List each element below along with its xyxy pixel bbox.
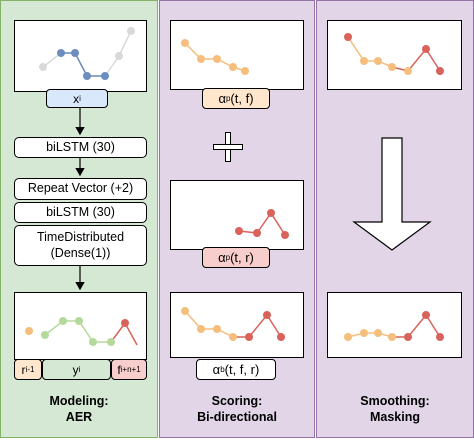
raw-score-point	[360, 57, 368, 65]
masked-score-point	[374, 329, 382, 337]
bilstm-decoder-layer: biLSTM (30)	[14, 202, 147, 223]
forward-score-plot	[170, 20, 304, 90]
reconstruction-plot	[14, 292, 147, 360]
scores-after-masking-plot	[327, 292, 462, 358]
masked-score-point	[422, 311, 430, 319]
masked-score-point	[436, 333, 444, 341]
raw-score-point	[388, 63, 396, 71]
modeling-caption: Modeling: AER	[49, 394, 109, 424]
time-distributed-dense-layer: TimeDistributed (Dense(1))	[14, 225, 147, 266]
masked-score-point	[388, 333, 396, 341]
input-point	[57, 49, 65, 57]
input-point	[127, 27, 135, 35]
raw-score-point	[374, 57, 382, 65]
reverse-score-point	[235, 227, 243, 235]
masked-score-point	[344, 333, 352, 341]
input-signal-plot	[14, 20, 147, 92]
raw-score-point	[404, 67, 412, 75]
forward-score-point	[229, 63, 237, 71]
bidirectional-score-point	[181, 307, 189, 315]
reverse-score-point	[267, 209, 275, 217]
reconstruction-point	[59, 317, 67, 325]
bidirectional-score-point	[213, 325, 221, 333]
bidirectional-score-plot	[170, 292, 304, 358]
bilstm-encoder-layer: biLSTM (30)	[14, 137, 147, 158]
forward-score-point	[213, 55, 221, 63]
bidirectional-score-point	[229, 333, 237, 341]
reconstruction-point	[41, 331, 49, 339]
plus-icon	[213, 132, 243, 162]
reverse-prediction-point	[25, 327, 33, 335]
forward-prediction-point	[121, 319, 129, 327]
reconstruction-point	[75, 317, 83, 325]
reverse-score-point	[253, 229, 261, 237]
reverse-score-point	[281, 231, 289, 239]
input-point	[71, 49, 79, 57]
forward-score-point	[197, 55, 205, 63]
input-point	[39, 63, 47, 71]
raw-score-point	[436, 67, 444, 75]
bidirectional-score-point	[277, 333, 285, 341]
masked-score-point	[404, 333, 412, 341]
reverse-score-plot	[170, 180, 304, 250]
reconstruction-point	[89, 338, 97, 346]
raw-score-point	[422, 45, 430, 53]
raw-score-point	[344, 33, 352, 41]
reconstruction-point	[107, 338, 115, 346]
smoothing-down-arrow	[352, 137, 432, 251]
scoring-caption: Scoring: Bi-directional	[197, 394, 277, 424]
smoothing-caption: Smoothing: Masking	[360, 394, 430, 424]
bidirectional-score-point	[197, 325, 205, 333]
input-point	[83, 72, 91, 80]
input-point	[101, 72, 109, 80]
scores-before-smoothing-plot	[327, 20, 462, 90]
repeat-vector-layer: Repeat Vector (+2)	[14, 178, 147, 200]
input-point	[115, 52, 123, 60]
masked-score-point	[360, 329, 368, 337]
forward-score-point	[181, 39, 189, 47]
forward-score-point	[241, 67, 249, 75]
bidirectional-score-point	[263, 311, 271, 319]
bidirectional-score-point	[245, 333, 253, 341]
